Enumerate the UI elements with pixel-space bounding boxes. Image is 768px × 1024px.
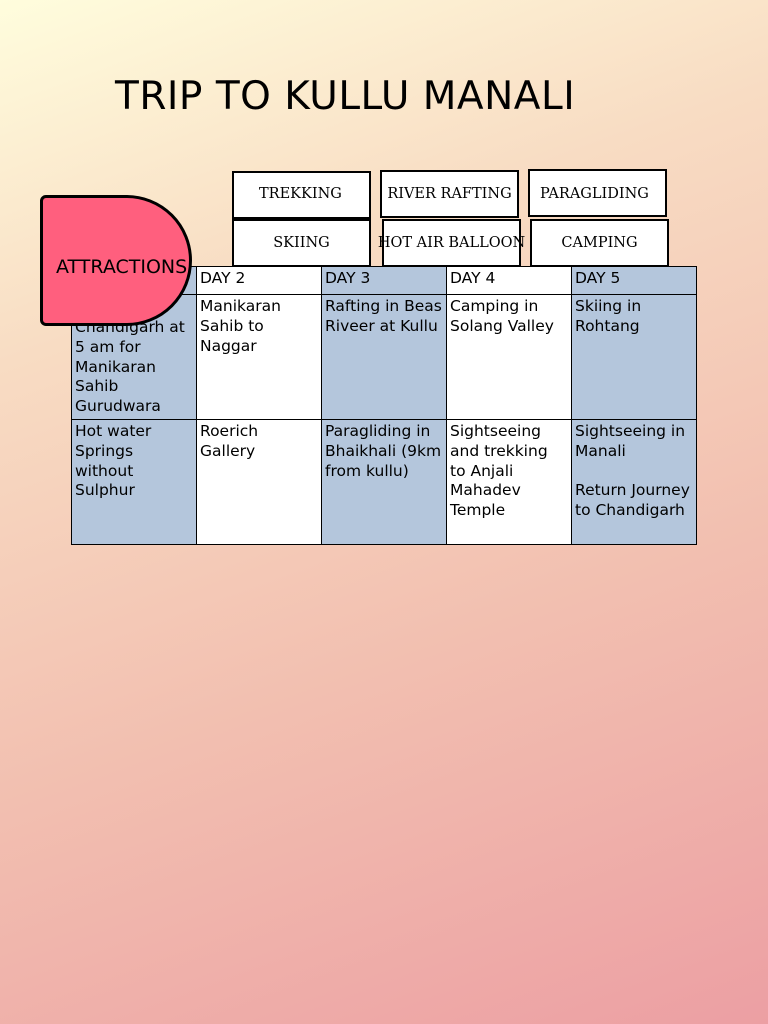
table-header-cell: DAY 4: [446, 266, 572, 295]
table-header-cell: DAY 3: [321, 266, 447, 295]
table-row: Hot water Springs without Sulphur Roeric…: [71, 419, 697, 545]
activity-trekking: TREKKING: [232, 171, 371, 219]
table-cell: Sightseeing in Manali Return Journey to …: [571, 419, 697, 545]
table-cell: Rafting in Beas Riveer at Kullu: [321, 294, 447, 420]
itinerary-table: DAY 2 DAY 3 DAY 4 DAY 5 Chandigarh at 5 …: [71, 266, 697, 545]
activity-skiing: SKIING: [232, 219, 371, 267]
table-cell: Manikaran Sahib to Naggar: [196, 294, 322, 420]
table-cell: Camping in Solang Valley: [446, 294, 572, 420]
activity-hot-air-balloon: HOT AIR BALLOON: [378, 219, 525, 267]
table-row: Chandigarh at 5 am for Manikaran Sahib G…: [71, 294, 697, 420]
activity-camping: CAMPING: [530, 219, 669, 267]
table-cell: Roerich Gallery: [196, 419, 322, 545]
table-header-cell: DAY 2: [196, 266, 322, 295]
page-title: TRIP TO KULLU MANALI: [115, 74, 576, 119]
table-header-cell: DAY 5: [571, 266, 697, 295]
table-cell: Paragliding in Bhaikhali (9km from kullu…: [321, 419, 447, 545]
activity-paragliding: PARAGLIDING: [528, 169, 667, 217]
activity-river-rafting: RIVER RAFTING: [380, 170, 519, 218]
attractions-shape: ATTRACTIONS: [40, 195, 192, 326]
table-cell: Sightseeing and trekking to Anjali Mahad…: [446, 419, 572, 545]
table-cell: Skiing in Rohtang: [571, 294, 697, 420]
table-cell: Hot water Springs without Sulphur: [71, 419, 197, 545]
